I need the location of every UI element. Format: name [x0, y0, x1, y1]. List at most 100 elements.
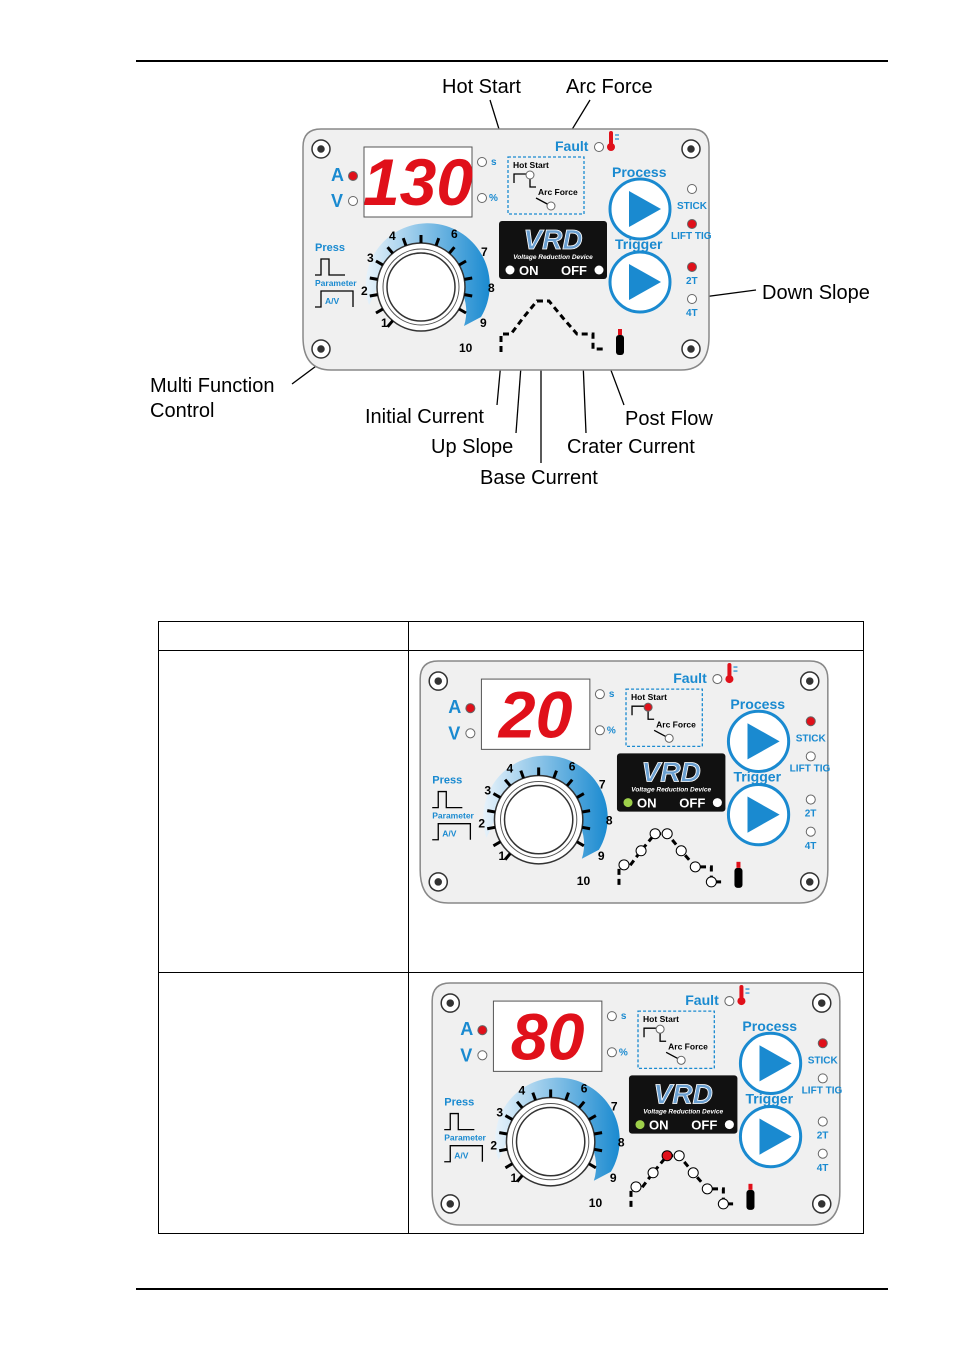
- dial-tick: [486, 825, 496, 831]
- svg-text:2T: 2T: [817, 1131, 830, 1142]
- dial-tick: [503, 852, 512, 861]
- svg-text:2: 2: [490, 1139, 497, 1153]
- svg-text:7: 7: [611, 1100, 618, 1114]
- svg-text:Process: Process: [742, 1018, 797, 1034]
- dial-tick: [531, 1092, 537, 1101]
- sequence-led: [649, 828, 661, 840]
- dial-tick: [498, 1131, 508, 1136]
- svg-text:s: s: [491, 157, 497, 168]
- dial-tick: [565, 778, 574, 787]
- dial-tick: [464, 293, 473, 298]
- callout-initial-current: Initial Current: [365, 406, 484, 428]
- svg-text:4: 4: [389, 229, 396, 243]
- dial-tick: [593, 1131, 603, 1136]
- svg-text:VRD: VRD: [654, 1078, 713, 1109]
- svg-text:2T: 2T: [805, 809, 818, 820]
- sequence-led: [661, 1150, 673, 1162]
- svg-text:A/V: A/V: [442, 829, 457, 839]
- svg-text:Press: Press: [315, 242, 345, 254]
- svg-text:s: s: [621, 1011, 627, 1022]
- callout-post-flow: Post Flow: [625, 408, 713, 430]
- screws: [440, 993, 832, 1214]
- svg-text:6: 6: [569, 759, 576, 773]
- dial-tick: [581, 809, 591, 814]
- svg-text:2: 2: [478, 817, 485, 831]
- svg-text:V: V: [460, 1045, 472, 1065]
- svg-text:Hot Start: Hot Start: [513, 160, 549, 170]
- control-panel-svg: 80 A V s % Hot Start Arc Force Fault VRD…: [431, 982, 843, 1226]
- dial-tick: [577, 1100, 586, 1109]
- svg-text:10: 10: [589, 1196, 603, 1210]
- svg-text:8: 8: [606, 814, 613, 828]
- callout-base-current: Base Current: [480, 467, 598, 489]
- svg-text:2: 2: [361, 284, 368, 298]
- dial-tick: [386, 246, 394, 255]
- dial-tick: [519, 770, 525, 779]
- dial-tick: [588, 1162, 597, 1170]
- svg-text:Press: Press: [432, 775, 462, 787]
- top-rule: [136, 60, 888, 62]
- svg-text:%: %: [607, 725, 616, 736]
- process-play-icon: [747, 723, 780, 760]
- amperage-display: 20: [497, 678, 573, 752]
- trigger-play-icon: [747, 796, 780, 833]
- svg-text:2T: 2T: [686, 276, 698, 287]
- callout-up-slope: Up Slope: [431, 436, 514, 458]
- sequence-led: [705, 876, 717, 888]
- gas-cylinder-icon: [734, 861, 743, 888]
- svg-text:6: 6: [451, 227, 458, 241]
- sequence-led: [687, 1167, 699, 1179]
- dial-tick: [498, 1147, 508, 1153]
- gas-cylinder-icon: [746, 1183, 755, 1210]
- svg-text:A: A: [331, 165, 344, 185]
- svg-text:Fault: Fault: [555, 138, 589, 154]
- dial-tick: [576, 792, 585, 799]
- svg-text:OFF: OFF: [561, 263, 587, 278]
- svg-text:Parameter: Parameter: [444, 1133, 486, 1143]
- dial-tick: [504, 1114, 514, 1121]
- table-header: [159, 622, 863, 651]
- dial-tick: [369, 276, 378, 281]
- svg-text:A/V: A/V: [325, 296, 340, 306]
- dial-tick: [434, 237, 441, 247]
- svg-text:Hot Start: Hot Start: [643, 1014, 679, 1024]
- dial-tick: [369, 293, 378, 298]
- panel-row-2: 80 A V s % Hot Start Arc Force Fault VRD…: [429, 981, 843, 1227]
- amperage-display: 80: [511, 1000, 585, 1074]
- sequence-led: [701, 1183, 713, 1195]
- svg-text:V: V: [331, 191, 343, 211]
- trigger-play-icon: [759, 1118, 792, 1155]
- screws: [311, 139, 701, 359]
- svg-text:4T: 4T: [817, 1163, 830, 1174]
- svg-text:Process: Process: [612, 164, 667, 180]
- svg-text:A: A: [460, 1019, 473, 1039]
- dial-tick: [458, 307, 467, 315]
- svg-text:Arc Force: Arc Force: [668, 1041, 708, 1051]
- dial-tick: [464, 276, 473, 281]
- svg-text:Voltage Reduction Device: Voltage Reduction Device: [631, 787, 711, 794]
- svg-text:ON: ON: [649, 1118, 669, 1133]
- callout-arc-force: Arc Force: [566, 76, 653, 98]
- dial-tick: [552, 770, 558, 779]
- dial-tick: [458, 259, 467, 267]
- svg-text:OFF: OFF: [679, 796, 705, 811]
- callout-multi-function-2: Control: [150, 400, 215, 422]
- dial-tick: [564, 1092, 570, 1101]
- svg-text:7: 7: [481, 245, 488, 259]
- dial-tick: [593, 1147, 603, 1153]
- svg-text:Trigger: Trigger: [615, 236, 663, 252]
- svg-text:STICK: STICK: [808, 1055, 839, 1066]
- settings-table: [158, 621, 864, 1234]
- svg-text:4: 4: [519, 1083, 526, 1097]
- panel-main: 130 A V s % Hot Start Arc Force Fault VR…: [300, 127, 712, 372]
- svg-text:Parameter: Parameter: [432, 811, 474, 821]
- sequence-led: [647, 1167, 659, 1179]
- svg-text:%: %: [619, 1047, 628, 1058]
- svg-text:LIFT TIG: LIFT TIG: [671, 231, 712, 242]
- svg-text:Trigger: Trigger: [745, 1090, 793, 1106]
- gas-cylinder-icon: [616, 329, 624, 355]
- dial-tick: [576, 840, 585, 848]
- svg-text:8: 8: [618, 1136, 625, 1150]
- process-play-icon: [629, 191, 661, 227]
- dial-tick: [515, 1100, 524, 1109]
